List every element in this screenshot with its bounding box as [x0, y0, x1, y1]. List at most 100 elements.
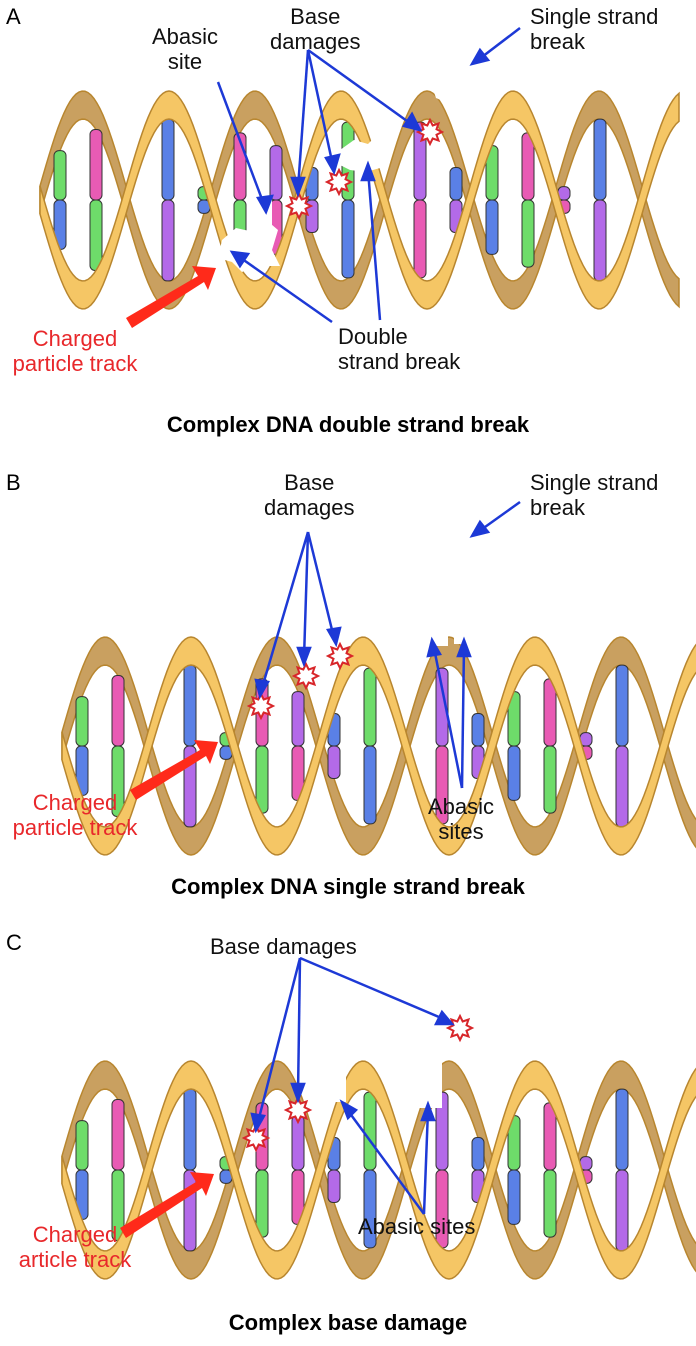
base	[593, 118, 607, 201]
label-line: particle track	[12, 815, 138, 840]
base	[89, 129, 103, 201]
dna-helix-diagram	[39, 27, 680, 328]
label-line: particle track	[12, 351, 138, 376]
base-pairs	[75, 664, 629, 828]
label-line: damages	[270, 29, 361, 54]
base-damage-stars	[241, 1013, 475, 1153]
base-damage-star	[325, 641, 355, 671]
base	[543, 745, 557, 814]
base	[615, 1088, 629, 1171]
label-base-damages: Base damages	[264, 470, 355, 520]
base	[183, 664, 197, 747]
pointer-arrows	[250, 956, 455, 1215]
panel-letter: B	[6, 470, 21, 495]
front-ribbon	[61, 636, 696, 856]
panel-caption: Complex base damage	[228, 1310, 468, 1335]
label-line: break	[530, 29, 586, 54]
base	[53, 150, 67, 201]
base	[269, 145, 283, 201]
base	[449, 167, 463, 201]
base	[75, 1120, 89, 1171]
base-damage-stars	[246, 641, 355, 721]
panel-letter: C	[6, 930, 22, 955]
base	[327, 1169, 341, 1203]
label-abasic-sites: Abasic sites	[358, 1214, 476, 1239]
base	[341, 199, 355, 279]
label-abasic-site: Abasic site	[152, 24, 218, 74]
base	[89, 199, 103, 271]
label-line: Double	[338, 324, 408, 349]
label-line: article track	[18, 1247, 132, 1272]
base	[485, 199, 499, 255]
label-single-strand-break: Single strand break	[530, 470, 658, 520]
helix-front-strand	[61, 1060, 696, 1280]
label-line: sites	[438, 819, 484, 844]
pointer-arrows	[216, 27, 521, 324]
back-ribbon	[39, 90, 680, 310]
base	[111, 1099, 125, 1171]
base	[615, 664, 629, 747]
base	[615, 745, 629, 828]
label-charged-particle-track: Charged particle track	[0, 790, 150, 840]
base-damage-star	[415, 117, 445, 147]
base-damage-star	[324, 167, 354, 197]
helix-back-strand	[39, 90, 680, 310]
base-damage-star	[283, 1095, 313, 1125]
base	[305, 199, 319, 233]
label-line: Abasic	[428, 794, 495, 819]
helix-back-strand	[61, 1060, 696, 1280]
panel-b: B	[0, 460, 696, 910]
base-damage-star	[284, 191, 314, 221]
base-damage-star	[241, 1123, 271, 1153]
dna-helix	[39, 90, 680, 310]
base	[161, 118, 175, 201]
back-ribbon	[61, 1060, 696, 1280]
base	[471, 713, 485, 747]
label-line: break	[530, 495, 586, 520]
base-damage-star	[445, 1013, 475, 1043]
base-damage-star	[246, 691, 276, 721]
base-pairs	[53, 118, 607, 282]
abasic-gap	[418, 1028, 442, 1108]
base	[75, 696, 89, 747]
label-base-damages: Base damages	[210, 934, 357, 959]
base	[615, 1169, 629, 1252]
label-line: Charged	[32, 1222, 118, 1247]
base	[521, 199, 535, 268]
label-line: Charged	[32, 326, 118, 351]
base	[471, 1137, 485, 1171]
label-line: Base	[284, 470, 335, 495]
abasic-gap	[454, 582, 476, 644]
base	[183, 1088, 197, 1171]
dna-helix	[61, 1060, 696, 1280]
base	[363, 667, 377, 747]
base	[111, 675, 125, 747]
label-line: Base	[290, 4, 341, 29]
panel-a: A	[0, 0, 696, 460]
label-line: strand break	[338, 349, 461, 374]
base	[291, 691, 305, 747]
base	[161, 199, 175, 282]
damage-marks	[326, 1028, 442, 1108]
label-abasic-sites: Abasic sites	[428, 794, 494, 844]
break-gap	[430, 530, 478, 572]
base-pairs	[75, 1088, 629, 1252]
label-line: damages	[264, 495, 355, 520]
helix-front-strand	[39, 90, 680, 310]
label-line: site	[167, 49, 203, 74]
damage-marks	[424, 530, 478, 646]
break-gap	[430, 62, 478, 104]
label-double-strand-break: Double strand break	[338, 324, 460, 374]
break-gap	[338, 132, 388, 172]
panel-c: C Base da	[0, 910, 696, 1346]
abasic-gap	[326, 1062, 346, 1102]
label-line: Abasic	[152, 24, 219, 49]
label-single-strand-break: Single strand break	[530, 4, 658, 54]
dna-helix-diagram	[61, 956, 696, 1280]
charged-particle-track	[120, 1172, 214, 1238]
dna-helix	[61, 636, 696, 856]
charged-particle-track	[126, 266, 216, 328]
base-damage-star	[291, 661, 321, 691]
base	[413, 199, 427, 279]
front-ribbon	[39, 90, 680, 310]
